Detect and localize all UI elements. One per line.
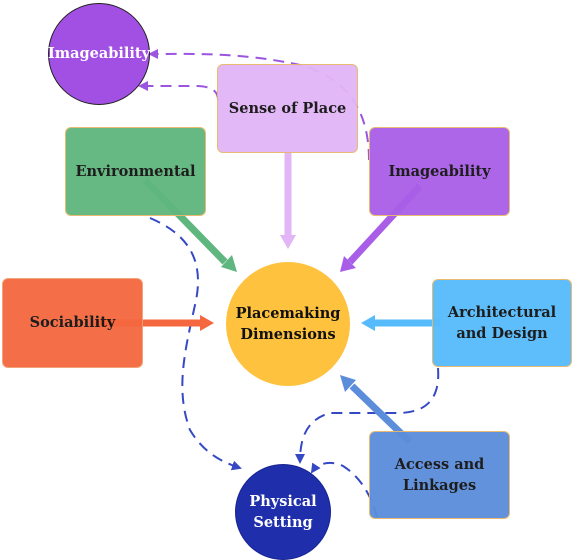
- node-sociability-label: Sociability: [29, 314, 116, 332]
- edge-environmental-to-physical: [149, 217, 242, 471]
- node-physical-setting[interactable]: Physical Setting: [235, 464, 331, 560]
- node-access-and-linkages-label: Access and Linkages: [394, 455, 485, 494]
- node-imageability-top[interactable]: Imageability: [48, 3, 150, 105]
- edge-access-to-physical: [310, 461, 378, 518]
- node-imageability-box[interactable]: Imageability: [369, 127, 510, 216]
- node-architectural-and-design[interactable]: Architectural and Design: [432, 279, 572, 367]
- node-physical-setting-label: Physical Setting: [249, 492, 317, 531]
- node-sense-of-place[interactable]: Sense of Place: [217, 64, 358, 153]
- node-imageability-box-label: Imageability: [388, 162, 491, 180]
- node-placemaking-dimensions[interactable]: Placemaking Dimensions: [226, 262, 350, 386]
- edge-sense-to-imageability-top: [138, 81, 219, 101]
- arrow-architectural-to-center: [361, 315, 440, 331]
- node-environmental[interactable]: Environmental: [65, 127, 206, 216]
- edge-architectural-to-physical: [295, 367, 440, 464]
- node-architectural-and-design-label: Architectural and Design: [447, 303, 557, 342]
- node-placemaking-dimensions-label: Placemaking Dimensions: [235, 304, 341, 343]
- arrow-sense-to-center: [280, 152, 296, 249]
- node-environmental-label: Environmental: [75, 162, 196, 180]
- node-access-and-linkages[interactable]: Access and Linkages: [369, 431, 510, 519]
- node-imageability-top-label: Imageability: [47, 45, 151, 63]
- node-sense-of-place-label: Sense of Place: [228, 99, 347, 117]
- node-sociability[interactable]: Sociability: [2, 278, 143, 368]
